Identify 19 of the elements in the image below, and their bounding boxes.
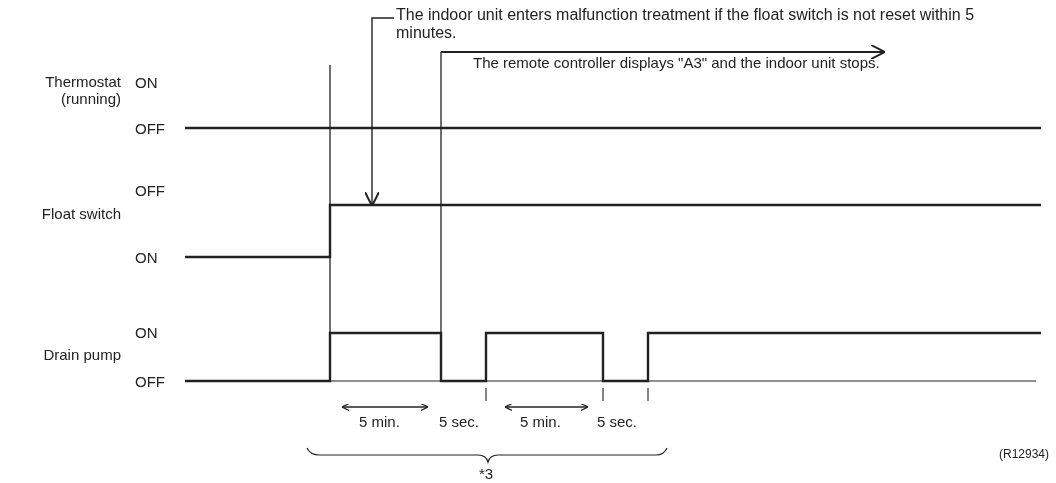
state-label: OFF bbox=[135, 182, 165, 199]
state-label: OFF bbox=[135, 120, 165, 137]
leader-line bbox=[364, 17, 395, 207]
duration-label: 5 min. bbox=[359, 413, 400, 430]
state-label: ON bbox=[135, 74, 158, 91]
note-text: The indoor unit enters malfunction treatment if the float switch is not reset within 5 minutes. bbox=[396, 6, 1016, 42]
state-label: ON bbox=[135, 249, 158, 266]
footnote-mark: *3 bbox=[479, 465, 494, 482]
signal-name: Float switch bbox=[41, 205, 121, 222]
signal-waveform bbox=[185, 203, 1041, 259]
note-text: The remote controller displays "A3" and the indoor unit stops. bbox=[473, 54, 880, 71]
duration-label: 5 min. bbox=[520, 413, 561, 430]
state-label: ON bbox=[135, 324, 158, 341]
duration-label: 5 sec. bbox=[597, 413, 638, 430]
signal-name: Drain pump bbox=[43, 346, 121, 363]
duration-label: 5 sec. bbox=[439, 413, 480, 430]
state-label: OFF bbox=[135, 373, 165, 390]
figure-code: (R12934) bbox=[998, 446, 1049, 463]
signal-name: Thermostat (running) bbox=[44, 73, 121, 107]
